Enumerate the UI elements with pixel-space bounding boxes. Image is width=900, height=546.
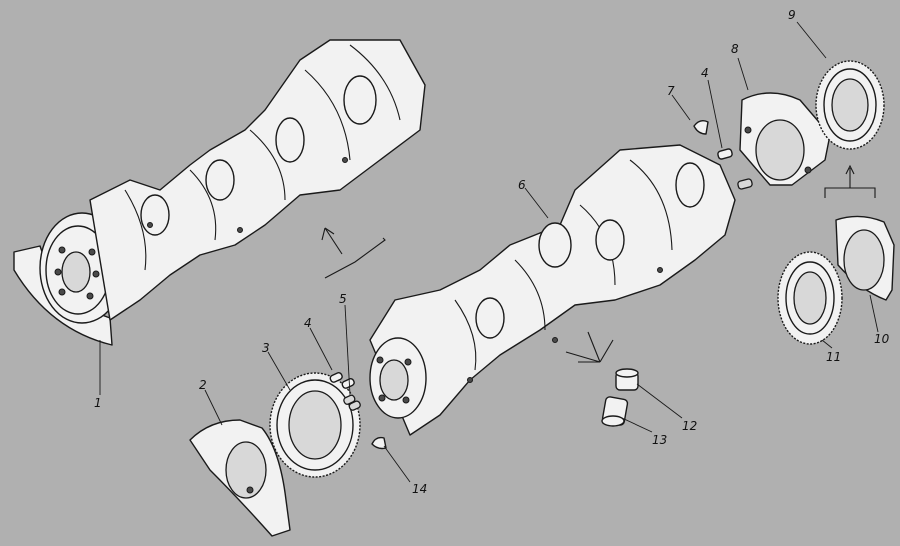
callout-6: 6 bbox=[518, 178, 526, 192]
leader-lines bbox=[99, 21, 879, 483]
callout-12: 12 bbox=[682, 419, 697, 433]
counterweight-8 bbox=[739, 92, 831, 186]
crank-flange-gear bbox=[39, 212, 125, 324]
callout-8: 8 bbox=[731, 42, 739, 56]
bushing-12 bbox=[615, 368, 639, 391]
callout-10: 10 bbox=[874, 332, 890, 346]
callout-labels: 1 2 3 4 5 6 7 4 8 9 10 11 12 13 14 bbox=[94, 8, 890, 496]
key-14 bbox=[371, 436, 387, 450]
callout-5: 5 bbox=[339, 292, 347, 306]
counterweight-10 bbox=[835, 215, 895, 301]
ring-gear-3 bbox=[269, 372, 361, 478]
callout-4b: 4 bbox=[701, 66, 709, 80]
callout-14: 14 bbox=[412, 482, 427, 496]
assembly-direction-arrow-left bbox=[321, 227, 386, 279]
callout-1: 1 bbox=[94, 396, 102, 410]
ring-gear-9 bbox=[815, 60, 885, 150]
right-crankshaft-body bbox=[369, 144, 736, 436]
callout-7: 7 bbox=[667, 84, 675, 98]
right-crankshaft bbox=[369, 144, 736, 436]
alternative-parts-bracket bbox=[824, 164, 876, 198]
callout-3: 3 bbox=[262, 341, 270, 355]
callout-11: 11 bbox=[826, 350, 841, 364]
callout-2: 2 bbox=[199, 378, 207, 392]
ring-gear-11 bbox=[777, 251, 843, 345]
dowel-pins-5 bbox=[343, 394, 361, 411]
bushing-13 bbox=[601, 396, 629, 427]
axis-arrows bbox=[565, 331, 614, 363]
callout-13: 13 bbox=[652, 433, 667, 447]
left-crankshaft-body bbox=[89, 39, 426, 321]
left-crankshaft bbox=[13, 39, 426, 346]
callout-9: 9 bbox=[788, 8, 796, 22]
callout-4a: 4 bbox=[304, 316, 312, 330]
dowel-pins-4-right bbox=[717, 148, 753, 190]
key-7 bbox=[693, 119, 709, 135]
